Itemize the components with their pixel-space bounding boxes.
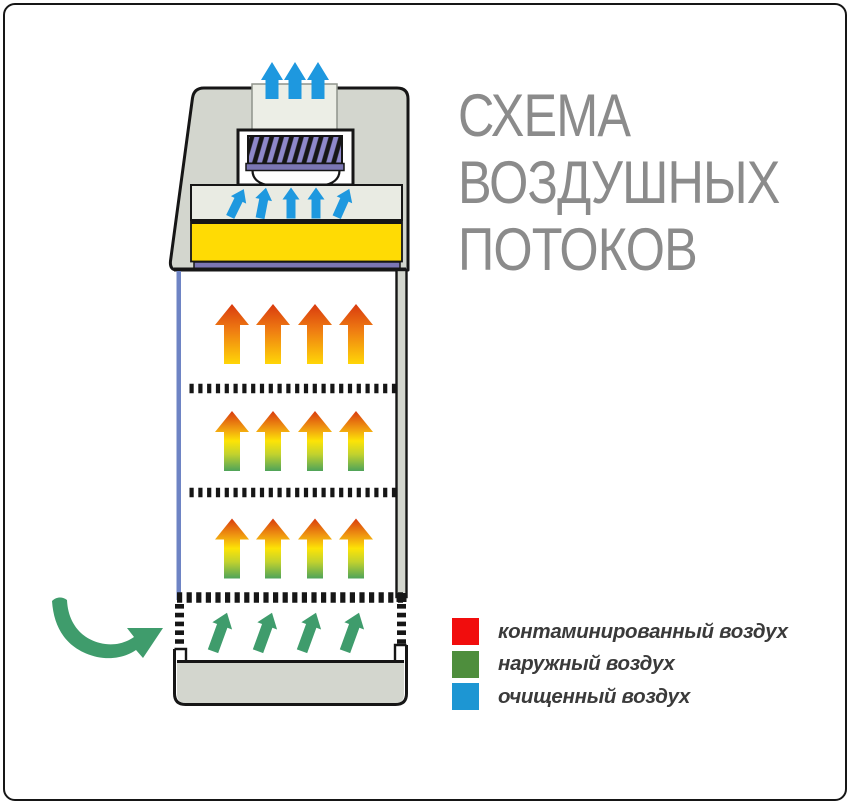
clean-air-swatch — [452, 683, 479, 710]
legend-item-outside-air: наружный воздух — [452, 650, 788, 678]
page-title: СХЕМА ВОЗДУШНЫХ ПОТОКОВ — [458, 82, 811, 283]
title-line-1: СХЕМА — [458, 82, 631, 149]
drain-pan-fill — [177, 662, 404, 703]
exhaust-clean-air-arrows-icon — [261, 62, 329, 99]
legend-item-contaminated-air: контаминированный воздух — [452, 618, 788, 645]
hepa-filter-top-seal — [191, 219, 402, 224]
fan-rotor-icon — [247, 135, 343, 165]
outside-air-label: наружный воздух — [498, 652, 675, 675]
front-sash-glass — [176, 271, 181, 600]
contaminated-air-label: контаминированный воздух — [498, 619, 788, 643]
workzone-arrows-row-2 — [215, 411, 373, 471]
drain-pan-wall-hooks — [174, 643, 407, 661]
clean-air-label: очищенный воздух — [498, 684, 691, 708]
outside-air-swatch — [452, 650, 479, 678]
inlet-outside-air-arrows-icon — [203, 609, 369, 655]
fan-plenum — [190, 184, 403, 221]
intake-curved-arrow-icon — [52, 597, 163, 659]
legend: контаминированный воздух наружный воздух… — [452, 618, 788, 710]
drain-pan-outline — [173, 645, 408, 706]
right-wall-channel — [395, 268, 408, 599]
legend-item-clean-air: очищенный воздух — [452, 683, 788, 710]
workzone-arrows-row-3 — [215, 518, 373, 579]
workzone-arrows-row-1 — [215, 304, 373, 364]
fan-base-strip — [245, 162, 345, 172]
title-line-3: ПОТОКОВ — [458, 216, 698, 283]
hepa-filter — [190, 219, 403, 263]
contaminated-air-swatch — [452, 618, 479, 645]
title-line-2: ВОЗДУШНЫХ — [458, 149, 780, 216]
